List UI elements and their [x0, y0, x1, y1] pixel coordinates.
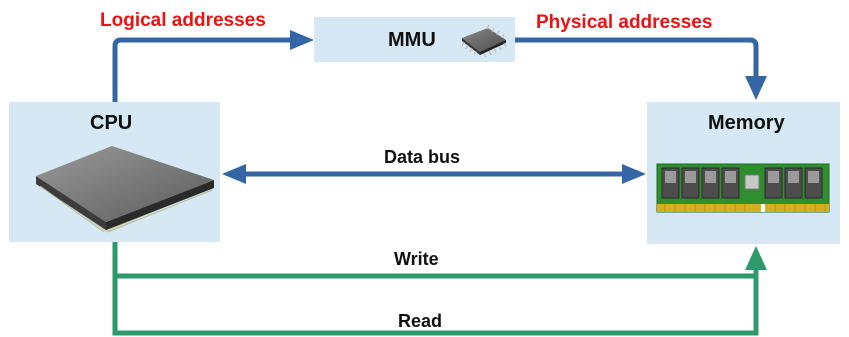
- physical-addresses-label: Physical addresses: [536, 12, 713, 33]
- cpu-title: CPU: [90, 112, 133, 134]
- write-label: Write: [394, 249, 439, 269]
- data-bus-arrow: [222, 164, 646, 184]
- logical-address-arrow: [112, 30, 314, 102]
- read-label: Read: [398, 311, 443, 331]
- cpu-chip-icon: [36, 146, 214, 233]
- memory-title: Memory: [708, 112, 785, 134]
- mmu-chip-icon: [461, 24, 507, 58]
- ram-module-icon: [656, 163, 830, 213]
- read-arrow: [112, 246, 767, 336]
- logical-addresses-label: Logical addresses: [100, 10, 266, 31]
- mmu-title: MMU: [388, 29, 436, 51]
- data-bus-label: Data bus: [384, 147, 461, 167]
- physical-address-arrow: [515, 37, 767, 100]
